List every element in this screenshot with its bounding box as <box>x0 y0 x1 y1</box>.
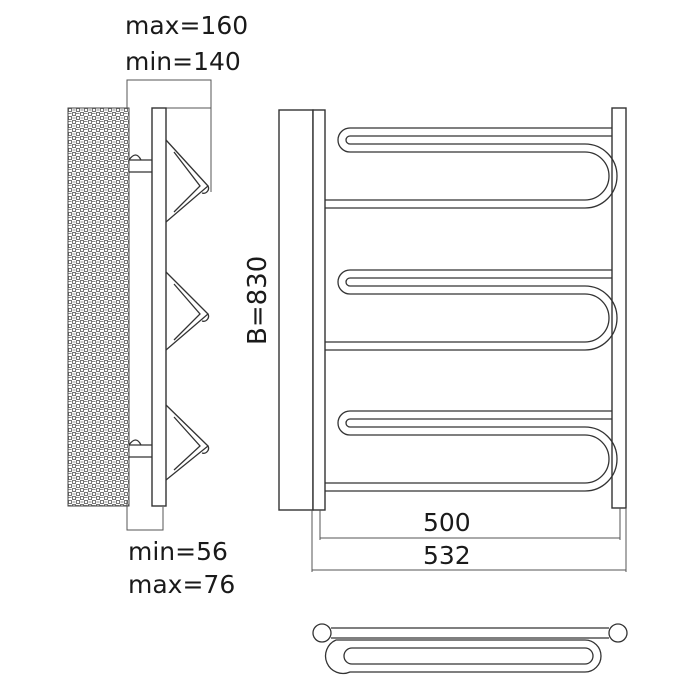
height-label: B=830 <box>243 256 273 345</box>
top-view <box>312 623 628 675</box>
wall-max-label: max=76 <box>128 570 235 599</box>
front-view: B=830 500 532 <box>243 107 627 572</box>
offset-dimension-bracket <box>126 79 212 192</box>
width-outer-label: 532 <box>423 541 471 570</box>
collector-side <box>151 107 167 507</box>
top-coil-inner <box>343 647 594 665</box>
top-left-collector <box>312 623 332 643</box>
wall-min-label: min=56 <box>128 537 228 566</box>
offset-min-label: min=140 <box>125 47 241 76</box>
width-dimensions <box>311 508 627 572</box>
coil-loops-side <box>165 139 210 481</box>
offset-max-label: max=160 <box>125 11 248 40</box>
left-collector <box>278 109 314 511</box>
wall-section <box>67 107 130 507</box>
serpentine-coils <box>325 127 618 492</box>
right-collector <box>611 107 627 509</box>
top-coil-outer <box>324 639 602 675</box>
width-inner-label: 500 <box>423 508 471 537</box>
wall-dimension-bracket <box>126 500 164 531</box>
top-right-collector <box>608 623 628 643</box>
side-view: max=160 min=140 min=56 max=76 <box>67 11 248 599</box>
wall-brackets <box>128 154 152 458</box>
left-collector-face <box>312 109 326 511</box>
